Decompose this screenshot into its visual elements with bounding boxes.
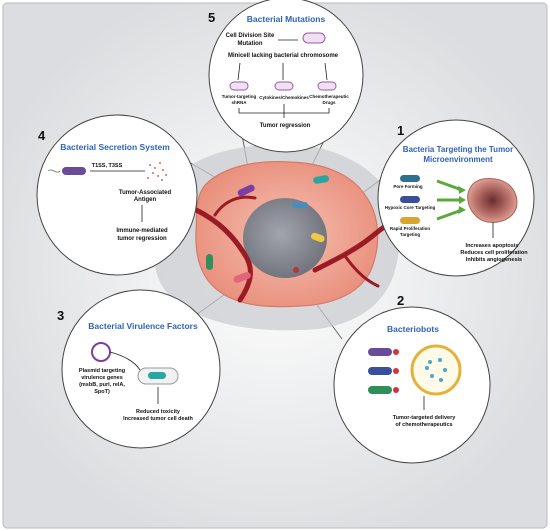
panel-3-plasmid-3: (msbB, purI, relA,: [79, 382, 125, 388]
panel-5-cytokines: Cytokines/Chemokines: [259, 95, 309, 100]
panel-3-plasmid-2: virulence genes: [81, 375, 123, 381]
panel-5-tumor-targeting: Tumor-targeting: [222, 94, 257, 99]
bacteriobot-icon-3: [368, 386, 392, 394]
bacterium-icon-secretion: [62, 167, 86, 175]
green-arrowhead-1: [458, 186, 466, 194]
panel-3-title: Bacterial Virulence Factors: [88, 321, 198, 331]
blood-vessel-left: [182, 202, 253, 303]
panel-3-circle: [61, 289, 221, 449]
panel-5-number: 5: [208, 10, 215, 25]
panel-3-plasmid-4: SpoT): [94, 389, 110, 395]
bacterium-pink: [233, 272, 251, 283]
bacterium-teal: [313, 175, 330, 184]
panel-secretion-system: 4 Bacterial Secretion System T1SS, T3SS …: [36, 114, 198, 276]
panel-5-title: Bacterial Mutations: [247, 14, 326, 24]
panel-3-out-1: Reduced toxicity: [136, 409, 181, 415]
minicell-icon-2: [274, 81, 294, 91]
panel-5-regression: Tumor regression: [260, 123, 311, 129]
panel-1-rapid-2: Targeting: [400, 232, 420, 237]
panel-1-out-2: Reduces cell proliferation: [460, 250, 528, 256]
panel-5-minicell: Minicell lacking bacterial chromosome: [228, 53, 339, 59]
central-tumor: [148, 143, 400, 331]
minicell-icon-1: [229, 81, 249, 91]
bacterium-yellow: [311, 232, 325, 243]
panel-5-shrna: shRNA: [231, 100, 247, 105]
panel-2-out-1: Tumor-targeted delivery: [393, 415, 456, 421]
panel-4-immune-2: tumor regression: [117, 236, 167, 242]
panel-1-title-2: Microenvironment: [423, 155, 493, 164]
panel-1-title-1: Bacteria Targeting the Tumor: [403, 145, 513, 154]
bacterium-icon-hypoxic: [400, 196, 420, 203]
green-arrowhead-2: [459, 196, 466, 204]
blood-vessel-right-branch: [343, 254, 380, 288]
bacterium-blue: [292, 202, 308, 208]
panel-4-antigen-1: Tumor-Associated: [119, 190, 172, 196]
panel-4-t1ss: T1SS, T3SS: [92, 163, 123, 169]
panel-3-plasmid-1: Plasmid targeting: [79, 368, 125, 374]
panel-bacteriobots: 2 Bacteriobots Tumor-targeted delivery o…: [333, 293, 491, 464]
blood-vessel-branch: [213, 195, 257, 217]
filament-cell-icon: [302, 32, 326, 44]
panel-1-rapid-1: Rapid Proliferation: [390, 226, 431, 231]
panel-2-title: Bacteriobots: [387, 324, 439, 334]
panel-3-curve-arrow: [109, 351, 141, 371]
panel-2-out-2: of chemotherapeutics: [395, 422, 452, 428]
green-arrow-1: [436, 179, 463, 192]
panel-4-title: Bacterial Secretion System: [60, 142, 170, 152]
green-arrow-3: [436, 208, 463, 221]
panel-3-out-2: Increased tumor cell death: [123, 416, 193, 422]
panel-virulence-factors: 3 Bacterial Virulence Factors Plasmid ta…: [57, 289, 221, 449]
cargo-icons: [393, 349, 399, 393]
panel-5-arrow-right: [324, 62, 328, 81]
panel-5-arrow-left: [237, 62, 241, 81]
tumor-core: [243, 198, 327, 278]
panel-5-chemo-1: Chemotherapeutic: [309, 94, 349, 99]
panel-5-site-mutation: Cell Division Site: [226, 33, 275, 39]
green-arrowhead-3: [458, 206, 466, 214]
bacterium-icon-virulence: [148, 372, 166, 379]
panel-4-number: 4: [38, 128, 46, 143]
panel-tumor-microenvironment: 1 Bacteria Targeting the Tumor Microenvi…: [377, 119, 535, 277]
panel-1-out-3: Inhibits angiogenesis: [466, 257, 522, 263]
bacterium-red: [293, 267, 299, 273]
panel-1-pore: Pore Forming: [393, 184, 423, 189]
flagella-icon: [47, 169, 61, 173]
bacterium-purple: [237, 184, 255, 197]
panel-5-chemo-2: Drugs: [322, 100, 335, 105]
panel-4-antigen-2: Antigen: [134, 197, 157, 203]
panel-1-circle: [377, 119, 535, 277]
drug-dots-icon: [425, 358, 447, 382]
bacteriobot-icon-2: [368, 367, 392, 375]
minicell-icon-3: [317, 81, 337, 91]
panel-4-immune-1: Immune-mediated: [116, 228, 168, 234]
bacteriobot-icon-1: [368, 348, 392, 356]
panel-2-circle: [333, 306, 491, 464]
panel-2-number: 2: [397, 293, 404, 308]
panel-1-number: 1: [397, 123, 404, 138]
panel-5-site-mutation-2: Mutation: [238, 41, 263, 47]
bacterium-icon-rapid: [400, 217, 420, 224]
panel-3-number: 3: [57, 308, 64, 323]
panel-5-join-lines: [238, 104, 330, 118]
panel-4-circle: [36, 114, 198, 276]
panel-bacterial-mutations: 5 Bacterial Mutations Cell Division Site…: [208, 0, 364, 153]
bacterium-green: [206, 254, 213, 270]
antigen-dots-icon: [147, 162, 167, 181]
panel-1-out-1: Increases apoptosis: [466, 243, 519, 249]
bacterium-icon-pore: [400, 175, 420, 182]
panel-1-hypoxic: Hypoxic Core Targeting: [385, 205, 436, 210]
liposome-icon: [410, 344, 462, 396]
mini-tumor-icon: [467, 178, 518, 223]
